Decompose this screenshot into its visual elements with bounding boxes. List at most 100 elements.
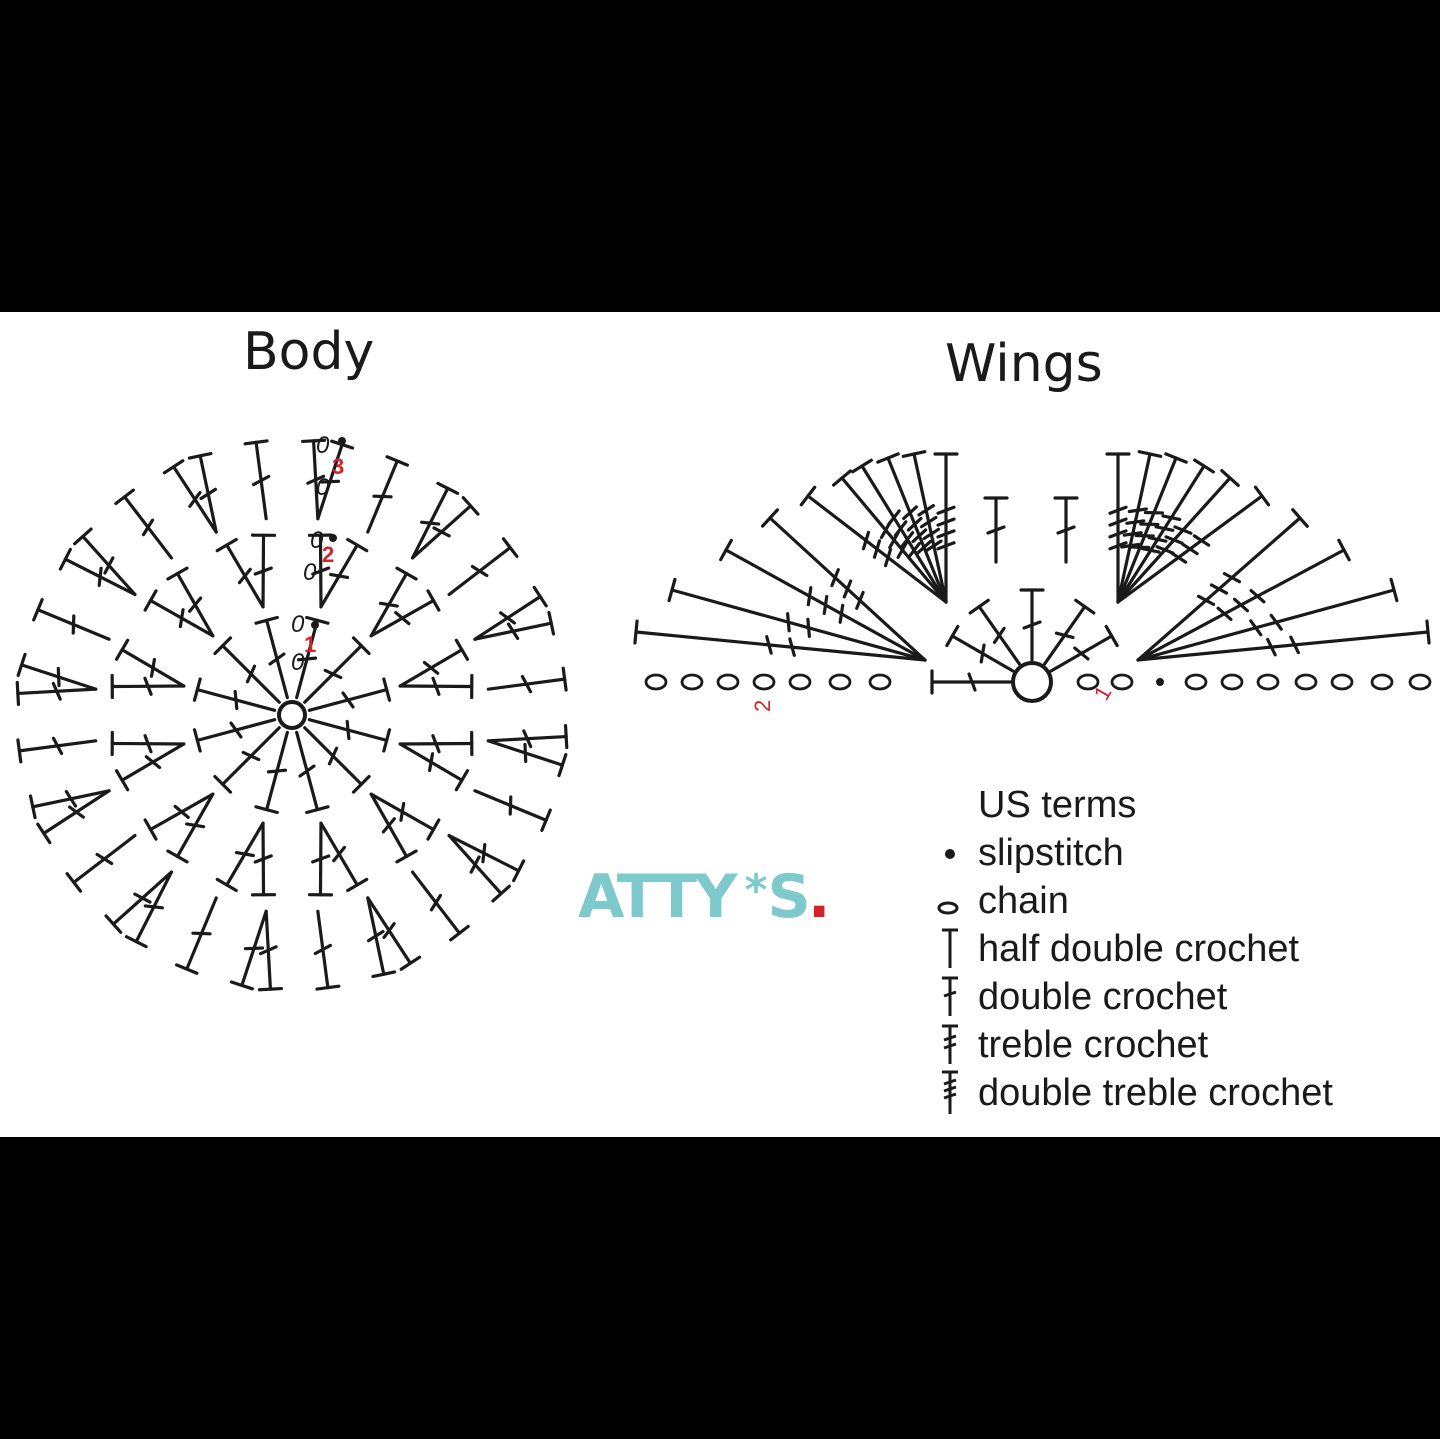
legend-label: chain: [978, 880, 1069, 922]
chain-icon: [937, 901, 959, 915]
round1-stitch: [254, 730, 289, 815]
round2-stitch: [114, 638, 186, 688]
round3-stitch: [300, 438, 327, 521]
round3-stitch: [410, 870, 470, 942]
stitch-legend: US terms slipstitch chain half double cr…: [928, 780, 1408, 1116]
round2-stitch: [369, 566, 418, 638]
round3-stitch: [174, 896, 218, 975]
wing-right-stitch: [1136, 538, 1351, 662]
wing-left-stitch: [851, 458, 948, 604]
round3-stitch: [28, 789, 111, 820]
chain-stitch: [1330, 673, 1354, 691]
round3-stitch: [15, 680, 98, 707]
round3-stitch: [473, 789, 552, 833]
wing-right-stitch: [1116, 450, 1163, 604]
round3-stitch: [36, 789, 111, 845]
round2-stitch: [250, 821, 277, 897]
chain-stitch: [1370, 673, 1394, 691]
chain-stitch: [1184, 673, 1208, 691]
round2-stitch: [369, 792, 441, 841]
dc-icon: [942, 976, 958, 1016]
wing-right-stitch: [1116, 485, 1271, 604]
round2-stitch: [398, 742, 470, 792]
round3-stitch: [65, 833, 137, 893]
round1-stitch: [192, 718, 277, 753]
wing-inner-stitch: [968, 598, 1021, 666]
chain-stitch: [1408, 673, 1432, 691]
round3-stitch: [114, 488, 174, 560]
legend-heading-row: US terms: [928, 780, 1408, 828]
chain-stitch: [1256, 673, 1280, 691]
chain-mark: 0: [316, 474, 330, 501]
round1-stitch: [295, 615, 330, 700]
round3-stitch: [486, 739, 568, 778]
wing-inner-stitch: [1043, 598, 1096, 666]
round2-stitch: [319, 821, 369, 893]
row-number-label: 2: [322, 542, 334, 567]
round3-stitch: [410, 481, 460, 560]
slipstitch-dot: [329, 534, 337, 542]
chain-stitch: [788, 673, 812, 691]
round1-stitch: [213, 726, 281, 794]
legend-label: double treble crochet: [978, 1072, 1333, 1114]
legend-item: slipstitch: [928, 828, 1408, 876]
wing-right-stitch: [1116, 452, 1188, 604]
legend-item: treble crochet: [928, 1020, 1408, 1068]
round1-stitch: [303, 636, 371, 704]
legend-heading: US terms: [978, 784, 1137, 826]
round2-stitch: [398, 638, 470, 688]
chain-stitch: [1110, 673, 1134, 691]
round2-stitch: [369, 589, 441, 638]
wing-right-stitch: [1116, 458, 1215, 604]
brand-dot: .: [807, 862, 831, 932]
legend-label: treble crochet: [978, 1024, 1209, 1066]
wing-left-stitch: [799, 485, 948, 604]
chain-stitch: [1076, 673, 1100, 691]
round2-stitch: [369, 792, 418, 864]
wing-left-stitch: [760, 508, 927, 662]
round3-stitch: [229, 909, 268, 991]
round2-stitch: [110, 730, 186, 757]
slipstitch-dot: [338, 437, 346, 445]
round3-stitch: [366, 896, 397, 979]
round1-stitch: [213, 636, 281, 704]
round2-stitch: [114, 742, 186, 792]
slipstitch-dot: [1156, 678, 1164, 686]
wing-left-stitch: [719, 538, 927, 662]
chain-mark: 0: [291, 611, 305, 638]
round1-stitch: [303, 726, 371, 794]
body-title: Body: [243, 322, 375, 382]
chain-mark: 0: [303, 559, 317, 586]
wing-right-stitch: [1136, 508, 1309, 662]
wing-right-stitch: [1116, 469, 1240, 604]
round3-stitch: [366, 896, 422, 971]
round3-stitch: [73, 527, 137, 597]
dtr-icon: [942, 1070, 958, 1114]
legend-item: double crochet: [928, 972, 1408, 1020]
legend-item: half double crochet: [928, 924, 1408, 972]
round2-stitch: [166, 792, 215, 864]
chain-stitch: [680, 673, 704, 691]
wing-left-stitch: [933, 452, 959, 604]
round3-stitch: [486, 666, 568, 694]
round3-stitch: [366, 455, 410, 534]
tr-icon: [942, 1024, 958, 1064]
hdc-icon: [942, 928, 958, 968]
round2-stitch: [166, 566, 215, 638]
round3-stitch: [257, 909, 284, 992]
round1-stitch: [254, 615, 289, 700]
chain-mark: 0: [316, 432, 330, 459]
chain-stitch: [1220, 673, 1244, 691]
round1-stitch: [295, 730, 330, 815]
legend-label: double crochet: [978, 976, 1228, 1018]
magic-ring-icon: [277, 700, 307, 730]
chain-stitch: [1294, 673, 1318, 691]
round3-stitch: [32, 597, 111, 641]
round3-stitch: [473, 610, 556, 641]
wing-left-stitch: [876, 452, 948, 604]
brand-star: *: [744, 865, 768, 916]
round3-stitch: [124, 870, 174, 949]
brand-logo: ATTY*S.: [578, 862, 831, 932]
round3-stitch: [447, 833, 511, 903]
round2-stitch: [250, 533, 277, 609]
